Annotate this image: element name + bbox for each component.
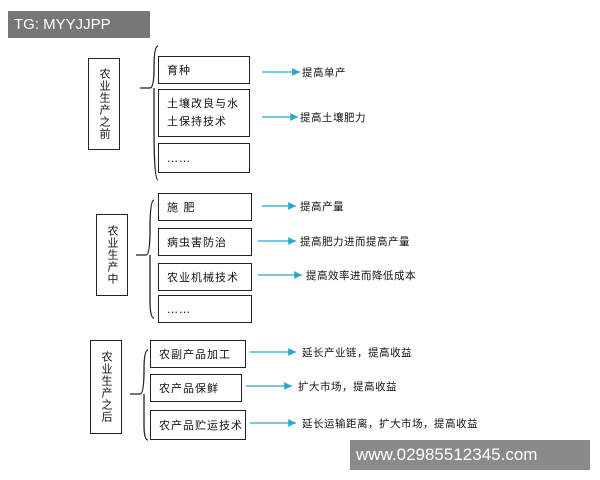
stage1-result-breeding: 提高单产: [302, 67, 346, 79]
stage2-result-pest: 提高肥力进而提高产量: [300, 236, 410, 248]
brace-stage-2: [136, 199, 155, 319]
stage3-result-processing: 延长产业链，提高收益: [302, 347, 412, 359]
stage-label-during: 农业生产中: [96, 214, 128, 296]
stage-label-after: 农业生产之后: [90, 340, 122, 434]
brace-stage-1: [140, 45, 159, 181]
stage2-result-machinery: 提高效率进而降低成本: [306, 270, 416, 282]
stage2-item-machinery: 农业机械技术: [158, 263, 252, 291]
stage1-item-soil: 土壤改良与水 土保持技术: [158, 89, 250, 137]
brace-stage-3: [130, 349, 149, 441]
stage1-item-breeding: 育种: [158, 56, 250, 84]
stage2-item-ellipsis: ……: [158, 295, 252, 323]
watermark-top: TG: MYYJJPP: [8, 11, 150, 38]
stage2-item-fertilize: 施 肥: [158, 193, 252, 221]
stage3-item-processing: 农副产品加工: [150, 340, 246, 368]
stage3-result-preservation: 扩大市场，提高收益: [298, 381, 397, 393]
stage-label-before: 农业生产之前: [88, 58, 120, 150]
stage3-result-storage: 延长运输距离，扩大市场，提高收益: [302, 418, 478, 430]
stage1-result-soil: 提高土壤肥力: [300, 112, 366, 124]
stage3-item-preservation: 农产品保鲜: [150, 374, 242, 402]
watermark-bottom: www.02985512345.com: [350, 440, 590, 470]
stage1-item-ellipsis: ……: [158, 143, 250, 173]
stage3-item-storage: 农产品贮运技术: [150, 410, 246, 440]
stage2-result-fertilize: 提高产量: [300, 201, 344, 213]
stage2-item-pest: 病虫害防治: [158, 228, 252, 256]
